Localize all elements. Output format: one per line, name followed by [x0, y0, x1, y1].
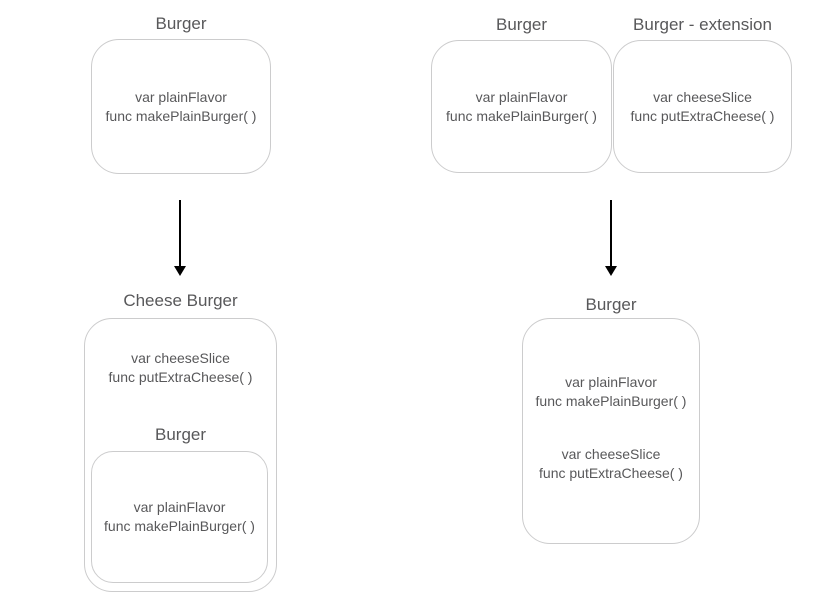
member-line: var plainFlavor	[135, 88, 227, 105]
member-list: var plainFlavor func makePlainBurger( )	[446, 88, 597, 126]
nested-class-title-burger: Burger	[154, 425, 207, 444]
class-title-burger-base: Burger	[495, 15, 548, 34]
arrow-head	[174, 266, 186, 276]
member-line: func makePlainBurger( )	[105, 107, 257, 124]
class-title-cheese-burger: Cheese Burger	[123, 291, 238, 310]
down-arrow-icon	[174, 200, 186, 276]
class-box-burger-base: var plainFlavor func makePlainBurger( )	[431, 40, 612, 173]
arrow-shaft	[179, 200, 181, 266]
class-box-burger-result: var plainFlavor func makePlainBurger( ) …	[522, 318, 700, 544]
extension-box-burger-extension: var cheeseSlice func putExtraCheese( )	[613, 40, 792, 173]
member-line: func putExtraCheese( )	[108, 369, 253, 385]
member-line: func makePlainBurger( )	[535, 393, 687, 409]
arrow-head	[605, 266, 617, 276]
member-line: var plainFlavor	[133, 499, 226, 515]
member-line: var cheeseSlice	[653, 88, 752, 105]
nested-class-box-burger: var plainFlavor func makePlainBurger( )	[91, 451, 268, 583]
member-line: func makePlainBurger( )	[104, 518, 255, 534]
member-line: func putExtraCheese( )	[539, 465, 683, 481]
member-list: var plainFlavor func makePlainBurger( )	[106, 88, 257, 126]
member-line: var plainFlavor	[475, 88, 568, 105]
class-title-burger-extension: Burger - extension	[633, 15, 772, 34]
member-line: var cheeseSlice	[561, 446, 661, 462]
member-list: var cheeseSlice func putExtraCheese( )	[523, 445, 699, 483]
member-line: var cheeseSlice	[131, 350, 230, 366]
class-title-burger-parent: Burger	[155, 14, 207, 33]
arrow-shaft	[610, 200, 612, 266]
member-list: var cheeseSlice func putExtraCheese( )	[85, 349, 276, 387]
member-line: func putExtraCheese( )	[630, 107, 775, 124]
class-title-burger-result: Burger	[585, 295, 637, 314]
member-line: var plainFlavor	[565, 374, 657, 390]
down-arrow-icon	[605, 200, 617, 276]
member-list: var plainFlavor func makePlainBurger( )	[104, 498, 255, 536]
class-box-burger-parent: var plainFlavor func makePlainBurger( )	[91, 39, 271, 174]
member-list: var cheeseSlice func putExtraCheese( )	[631, 88, 775, 126]
member-line: func makePlainBurger( )	[446, 107, 597, 124]
class-box-cheese-burger: var cheeseSlice func putExtraCheese( ) B…	[84, 318, 277, 592]
member-list: var plainFlavor func makePlainBurger( )	[523, 373, 699, 411]
